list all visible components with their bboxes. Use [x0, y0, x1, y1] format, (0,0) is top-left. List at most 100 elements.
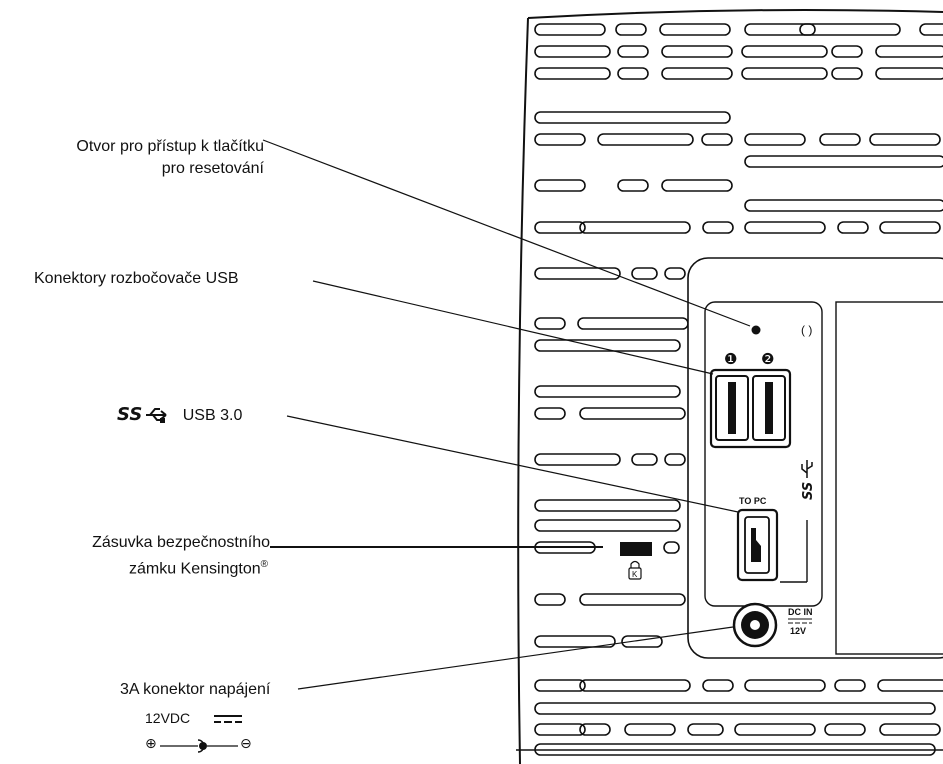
usb3-to-pc-port[interactable] — [736, 508, 779, 582]
to-pc-label: TO PC — [739, 496, 767, 506]
callout-usb3: SS USB 3.0 — [117, 404, 242, 427]
vent-slot — [624, 723, 676, 736]
vent-slot — [879, 221, 941, 234]
vent-slots — [534, 23, 943, 756]
vent-slot — [534, 519, 681, 532]
vent-slot — [819, 133, 861, 146]
vent-slot — [741, 45, 828, 58]
vent-slot — [661, 179, 733, 192]
callout-usb3-text: USB 3.0 — [182, 407, 243, 424]
vent-slot — [534, 221, 586, 234]
vent-slot — [534, 635, 616, 648]
superspeed-logo: SS — [117, 404, 178, 426]
vent-slot — [875, 45, 943, 58]
vent-slot — [534, 111, 731, 124]
vent-slot — [617, 67, 649, 80]
vent-slot — [534, 723, 586, 736]
vent-slot — [534, 385, 681, 398]
io-panel — [687, 257, 943, 659]
vent-slot — [744, 133, 806, 146]
vent-slot — [579, 407, 686, 420]
vent-slot — [877, 679, 943, 692]
vent-slot — [534, 133, 586, 146]
vent-slot — [744, 199, 943, 212]
callout-usb-hub: Konektory rozbočovače USB — [34, 270, 239, 287]
vent-slot — [534, 45, 611, 58]
vent-slot — [534, 407, 566, 420]
vent-slot — [741, 67, 828, 80]
leader-usb-hub — [312, 280, 714, 375]
callout-kensington: Zásuvka bezpečnostního zámku Kensington® — [0, 532, 270, 580]
vent-slot — [534, 267, 621, 280]
vent-slot — [631, 453, 658, 466]
voltage-label: 12VDC — [145, 710, 191, 726]
leader-usb3 — [286, 415, 739, 513]
vent-slot — [824, 723, 866, 736]
usb-hub-ports[interactable] — [709, 368, 792, 449]
vent-slot — [664, 453, 686, 466]
vent-slot — [831, 45, 863, 58]
port-1-label: ❶ — [724, 350, 737, 368]
reset-hole[interactable] — [751, 325, 761, 335]
vent-slot — [744, 155, 943, 168]
callout-kensington-line2-wrap: zámku Kensington® — [0, 554, 270, 580]
vent-slot — [702, 679, 734, 692]
vent-slot — [834, 679, 866, 692]
vent-slot — [875, 67, 943, 80]
vent-slot — [919, 23, 943, 36]
vent-slot — [621, 635, 663, 648]
center-positive-icon — [160, 739, 238, 753]
registered-mark: ® — [260, 559, 268, 570]
vent-slot — [617, 179, 649, 192]
vent-slot — [579, 221, 691, 234]
svg-text:K: K — [632, 570, 638, 579]
port-2-label: ❷ — [761, 350, 774, 368]
vent-slot — [869, 133, 941, 146]
vent-slot — [534, 499, 681, 512]
vent-slot — [734, 723, 816, 736]
callout-reset-line1: Otvor pro přístup k tlačítku — [76, 138, 264, 155]
vent-slot — [534, 593, 566, 606]
vent-slot — [837, 221, 869, 234]
ss-logo-text: SS — [117, 404, 143, 425]
vent-slot — [664, 267, 686, 280]
callout-kensington-line2: zámku Kensington — [128, 560, 261, 578]
vent-slot — [687, 723, 724, 736]
vent-slot — [879, 723, 941, 736]
vent-slot — [577, 317, 689, 330]
kensington-slot[interactable] — [620, 542, 652, 556]
minus-symbol: ⊖ — [240, 736, 252, 752]
dc-symbol-icon — [214, 715, 242, 723]
vent-slot — [579, 723, 611, 736]
plus-symbol: ⊕ — [145, 736, 157, 752]
callout-reset-line2: pro resetování — [161, 160, 264, 177]
vent-slot — [597, 133, 694, 146]
device-left-edge — [517, 17, 529, 764]
svg-text:SS: SS — [801, 482, 816, 500]
usb-trident-icon — [146, 408, 167, 423]
vent-slot — [534, 179, 586, 192]
vent-slot — [744, 23, 816, 36]
vent-slot — [661, 45, 733, 58]
vent-slot — [701, 133, 733, 146]
vent-slot — [661, 67, 733, 80]
vent-slot — [615, 23, 647, 36]
vent-slot — [659, 23, 731, 36]
vent-slot — [799, 23, 901, 36]
vent-slot — [534, 679, 586, 692]
vent-slot — [631, 267, 658, 280]
polarity-symbol: 12VDC ⊕ ⊖ — [140, 708, 260, 760]
dc-power-jack[interactable] — [732, 602, 778, 648]
vent-slot — [702, 221, 734, 234]
ss-usb-vertical-logo: SS — [801, 460, 816, 500]
dc-in-label: DC IN — [788, 607, 813, 617]
vent-slot — [534, 743, 936, 756]
vent-slot — [534, 317, 566, 330]
leader-lines — [262, 139, 751, 690]
vent-slot — [534, 23, 606, 36]
vent-slot — [617, 45, 649, 58]
dc-volt-label: 12V — [790, 626, 806, 636]
callout-power: 3A konektor napájení — [120, 681, 271, 698]
